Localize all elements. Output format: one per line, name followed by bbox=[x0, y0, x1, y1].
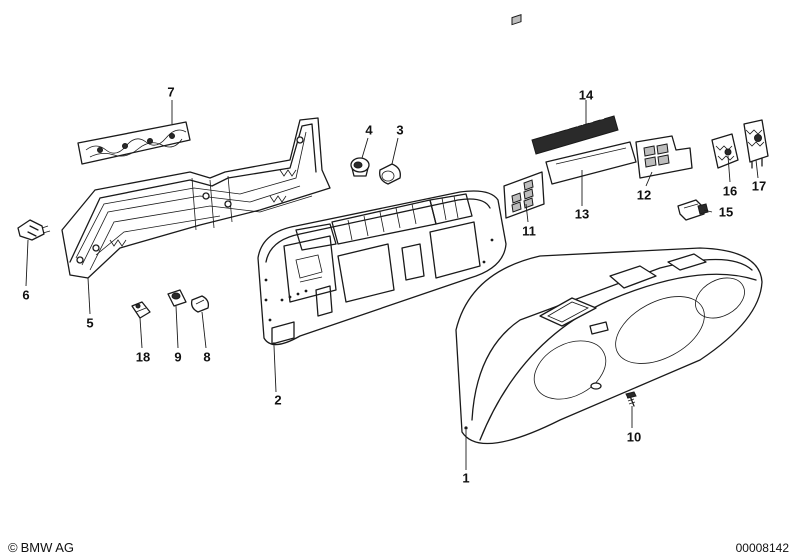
callout-3: 3 bbox=[396, 122, 404, 138]
callout-13: 13 bbox=[574, 206, 590, 222]
part-1-front-cover bbox=[455, 247, 763, 445]
part-15-bulb bbox=[677, 199, 709, 221]
part-7-circuit-strip bbox=[77, 121, 191, 165]
callout-9: 9 bbox=[174, 349, 182, 365]
callout-11: 11 bbox=[522, 223, 536, 239]
leader-lines bbox=[25, 100, 759, 470]
part-10-screw bbox=[625, 391, 637, 407]
part-16-contact-clip bbox=[711, 133, 739, 169]
part-3-bulb bbox=[379, 163, 401, 185]
callout-12: 12 bbox=[636, 187, 652, 203]
part-6-connector-plug bbox=[17, 219, 51, 241]
callout-15: 15 bbox=[718, 204, 734, 220]
callout-16: 16 bbox=[722, 183, 738, 199]
copyright-notice: © BMW AG bbox=[8, 540, 74, 555]
part-4-bulb-socket bbox=[350, 157, 370, 177]
callout-8: 8 bbox=[203, 349, 211, 365]
part-14-gear-indicator-strip bbox=[531, 115, 619, 155]
callout-6: 6 bbox=[22, 287, 30, 303]
callout-1: 1 bbox=[462, 470, 470, 486]
callout-18: 18 bbox=[135, 349, 151, 365]
brand-name: BMW AG bbox=[20, 540, 75, 555]
callout-5: 5 bbox=[86, 315, 94, 331]
part-18-bulb-holder bbox=[131, 301, 151, 319]
part-17-contact-clip bbox=[743, 119, 769, 169]
callout-2: 2 bbox=[274, 392, 282, 408]
copyright-icon: © bbox=[8, 540, 18, 555]
part-9-bulb-socket bbox=[167, 289, 187, 307]
part-5-flexible-circuit bbox=[61, 117, 331, 279]
part-2-rear-housing bbox=[257, 190, 507, 346]
callout-7: 7 bbox=[167, 84, 175, 100]
drawing-number: 00008142 bbox=[735, 541, 789, 555]
callout-14: 14 bbox=[578, 87, 594, 103]
part-13-diffuser-plate bbox=[545, 141, 637, 185]
callout-10: 10 bbox=[626, 429, 642, 445]
callout-4: 4 bbox=[365, 122, 373, 138]
part-8-bulb bbox=[190, 295, 210, 313]
part-11-symbol-plate bbox=[503, 14, 545, 219]
part-12-indicator-lens bbox=[635, 135, 693, 179]
callout-17: 17 bbox=[751, 178, 767, 194]
